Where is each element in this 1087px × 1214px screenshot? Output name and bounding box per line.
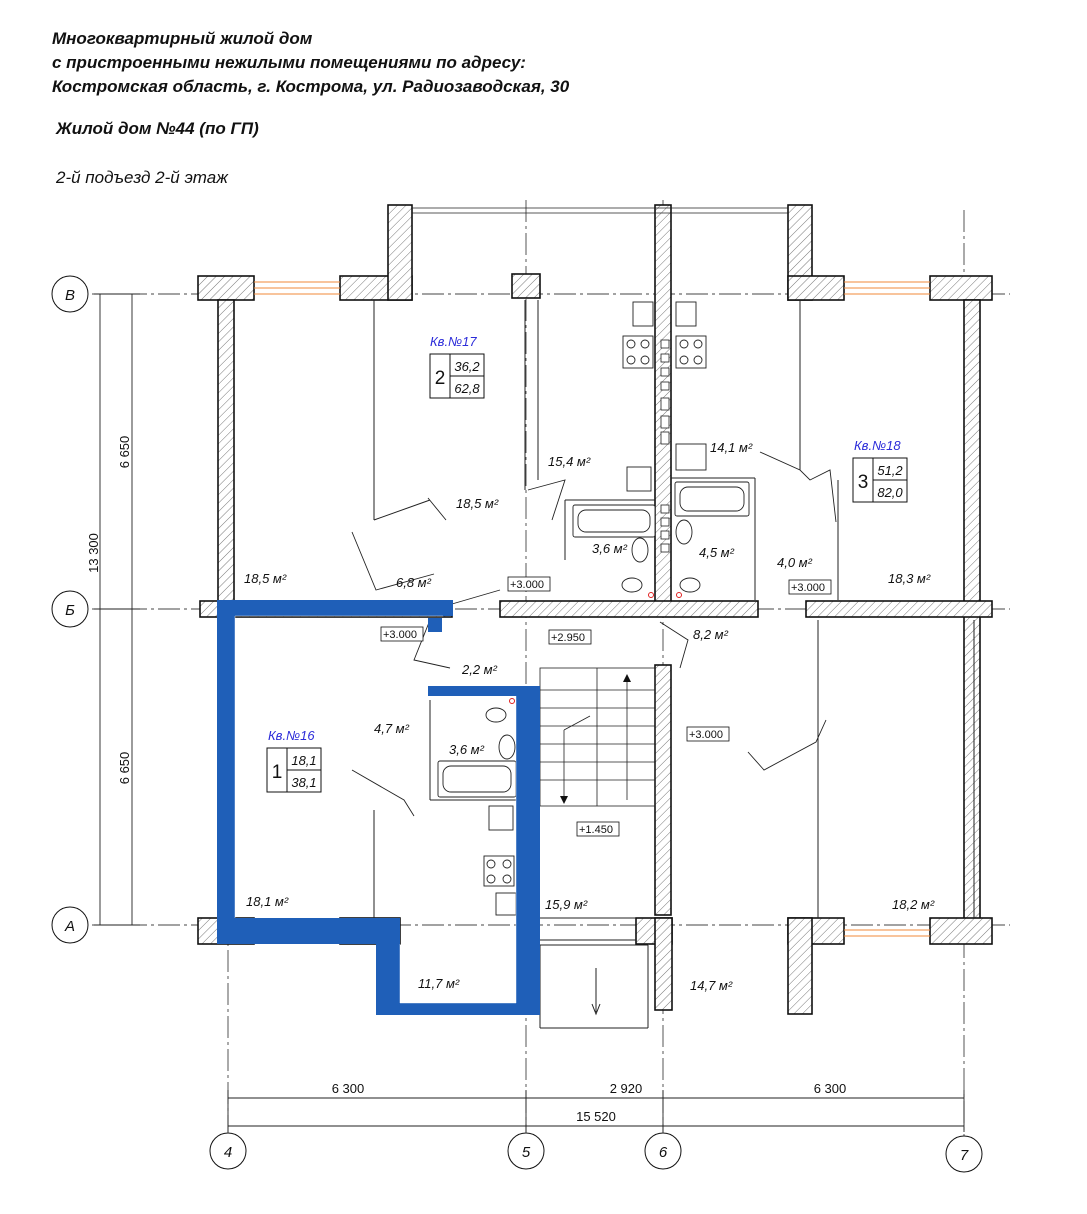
room-area: 18,3 м² [888, 571, 931, 586]
axis-bubble-4: 4 [209, 1132, 247, 1170]
svg-text:Кв.№17: Кв.№17 [430, 334, 477, 349]
axis-bubble-5: 5 [507, 1132, 545, 1170]
red-markers [509, 592, 682, 704]
svg-text:+3.000: +3.000 [510, 579, 544, 591]
svg-text:+2.950: +2.950 [551, 632, 585, 644]
title-line-2: с пристроенными нежилыми помещениями по … [52, 53, 526, 72]
apartment-tag-17: Кв.№17 2 36,2 62,8 [429, 334, 485, 399]
room-area: 15,4 м² [548, 454, 591, 469]
axis-bubble-7: 7 [945, 1135, 983, 1173]
room-area: 4,7 м² [374, 721, 410, 736]
svg-text:Б: Б [65, 602, 75, 619]
doors [351, 451, 837, 817]
floor-title: 2-й подъезд 2-й этаж [56, 168, 228, 187]
svg-text:5: 5 [522, 1144, 531, 1161]
staircase [539, 667, 656, 807]
room-area: 3,6 м² [592, 541, 628, 556]
apartment-16-highlight [217, 600, 540, 1015]
fixtures [437, 301, 750, 916]
svg-text:+3.000: +3.000 [383, 629, 417, 641]
svg-text:7: 7 [960, 1147, 969, 1164]
svg-text:2: 2 [435, 368, 446, 389]
dim-vertical-top: 6 650 [117, 436, 132, 469]
room-area: 14,7 м² [690, 978, 733, 993]
svg-text:18,1: 18,1 [291, 753, 316, 768]
dim-vertical-total: 13 300 [86, 533, 101, 573]
room-area: 8,2 м² [693, 627, 729, 642]
svg-text:36,2: 36,2 [454, 359, 480, 374]
title-line-1: Многоквартирный жилой дом [52, 29, 313, 48]
svg-text:3: 3 [858, 472, 869, 493]
dim-horizontal-left: 6 300 [332, 1081, 365, 1096]
svg-text:38,1: 38,1 [291, 775, 316, 790]
svg-text:Кв.№18: Кв.№18 [854, 438, 901, 453]
level-marks: +3.000 +3.000 +3.000 +2.950 +3.000 +1.45… [380, 576, 832, 837]
room-area: 18,2 м² [892, 897, 935, 912]
stair-arrow-down-icon [560, 796, 568, 804]
windows [254, 281, 930, 937]
room-area: 18,5 м² [244, 571, 287, 586]
stair-arrow-up-icon [623, 674, 631, 682]
room-area: 3,6 м² [449, 742, 485, 757]
svg-text:А: А [64, 918, 75, 935]
svg-text:82,0: 82,0 [877, 485, 903, 500]
dim-vertical-bottom: 6 650 [117, 752, 132, 785]
axis-bubble-v: В [51, 275, 89, 313]
room-area: 11,7 м² [418, 976, 460, 991]
room-area: 15,9 м² [545, 897, 588, 912]
room-area: 6,8 м² [396, 575, 432, 590]
apartment-tag-16: Кв.№16 1 18,1 38,1 [266, 728, 322, 793]
svg-text:Кв.№16: Кв.№16 [268, 728, 315, 743]
room-area: 14,1 м² [710, 440, 753, 455]
top-glazing [412, 207, 788, 214]
svg-text:1: 1 [272, 762, 283, 783]
svg-text:В: В [65, 287, 75, 304]
dim-horizontal-mid: 2 920 [610, 1081, 643, 1096]
svg-text:+1.450: +1.450 [579, 824, 613, 836]
svg-text:+3.000: +3.000 [689, 729, 723, 741]
room-area: 4,0 м² [777, 555, 813, 570]
svg-text:51,2: 51,2 [877, 463, 903, 478]
dimension-lines [94, 293, 965, 1132]
apartment-tag-18: Кв.№18 3 51,2 82,0 [852, 438, 908, 503]
entrance-arrow-icon [591, 968, 601, 1016]
svg-text:4: 4 [224, 1144, 232, 1161]
axis-bubble-6: 6 [644, 1132, 682, 1170]
svg-text:62,8: 62,8 [454, 381, 480, 396]
building-title: Жилой дом №44 (по ГП) [56, 119, 259, 138]
svg-text:6: 6 [659, 1144, 668, 1161]
room-area: 4,5 м² [699, 545, 735, 560]
room-areas: 18,5 м² 18,5 м² 15,4 м² 14,1 м² 3,6 м² 4… [244, 440, 935, 993]
axis-bubble-a: А [51, 906, 89, 944]
title-line-3: Костромская область, г. Кострома, ул. Ра… [52, 77, 570, 96]
room-area: 18,1 м² [246, 894, 289, 909]
svg-text:+3.000: +3.000 [791, 582, 825, 594]
axis-bubble-b: Б [51, 590, 89, 628]
room-area: 2,2 м² [461, 662, 498, 677]
apartment-16-highlight-inner [234, 615, 517, 1004]
dim-horizontal-total: 15 520 [576, 1109, 616, 1124]
room-area: 18,5 м² [456, 496, 499, 511]
dim-horizontal-right: 6 300 [814, 1081, 847, 1096]
